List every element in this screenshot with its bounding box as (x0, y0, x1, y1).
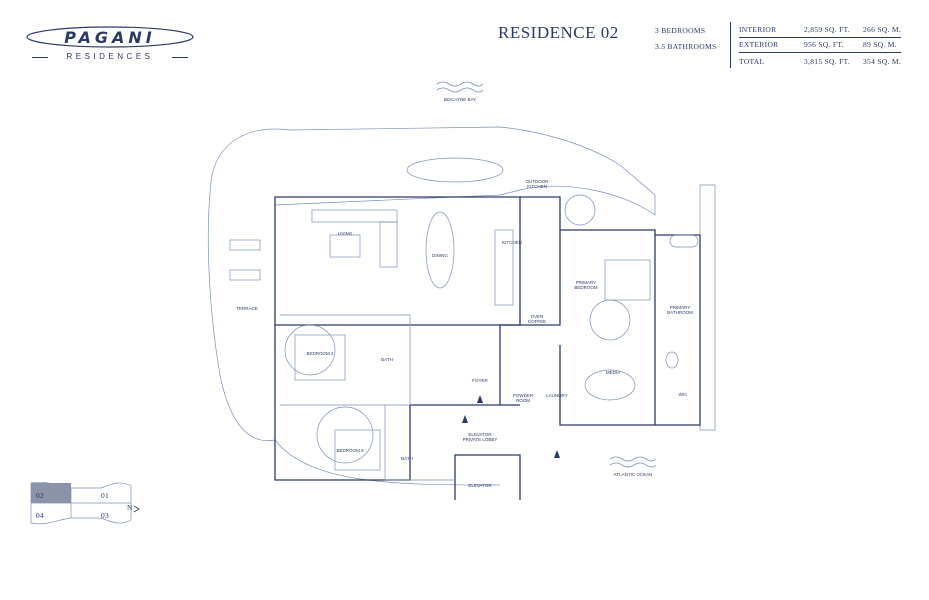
room-elevator-lobby: ELEVATOR PRIVATE LOBBY (462, 432, 498, 442)
brand-logo: PAGANI (64, 28, 156, 47)
key-unit-02: 02 (36, 491, 45, 500)
bathrooms-count: 3.5 BATHROOMS (655, 42, 717, 51)
area-row-total: TOTAL 3,815 SQ. FT. 354 SQ. M. (739, 55, 904, 70)
area-label: EXTERIOR (739, 40, 779, 49)
north-indicator: N (127, 503, 133, 512)
room-foyer: FOYER (472, 378, 488, 383)
room-laundry: LAUNDRY (546, 393, 568, 398)
key-plan (30, 481, 132, 525)
room-kitchen: KITCHEN (502, 240, 522, 245)
north-arrow-icon (133, 505, 140, 513)
label-biscayne-bay: BISCAYNE BAY (443, 97, 477, 102)
key-unit-01: 01 (101, 491, 110, 500)
logo-rule-left (32, 57, 48, 58)
residence-title: RESIDENCE 02 (498, 23, 619, 42)
room-primary-bedroom: PRIMARY BEDROOM (574, 280, 598, 290)
room-powder: POWDER ROOM (512, 393, 534, 403)
brand-subtitle: RESIDENCES (66, 52, 154, 61)
table-rule (739, 37, 901, 38)
area-sqm: 354 SQ. M. (863, 57, 902, 66)
room-dining: DINING (432, 253, 448, 258)
area-sqft: 3,815 SQ. FT. (804, 57, 851, 66)
room-bath-2: BATH (381, 357, 393, 362)
brand-logo-oval (26, 26, 194, 48)
room-outdoor-kitchen: OUTDOOR KITCHEN (525, 179, 549, 189)
area-row-exterior: EXTERIOR 956 SQ. FT. 89 SQ. M. (739, 39, 904, 55)
water-waves-icon (436, 81, 484, 93)
area-sqft: 2,859 SQ. FT. (804, 25, 851, 34)
header-divider (730, 22, 731, 68)
floor-plan (207, 126, 716, 500)
room-media: MEDIA (605, 370, 621, 375)
area-label: TOTAL (739, 57, 765, 66)
water-waves-icon (609, 456, 657, 468)
area-sqm: 266 SQ. M. (863, 25, 902, 34)
room-wic: W/C (678, 392, 688, 397)
area-table: INTERIOR 2,859 SQ. FT. 266 SQ. M. EXTERI… (739, 24, 904, 70)
label-atlantic-ocean: ATLANTIC OCEAN (613, 472, 653, 477)
area-sqft: 956 SQ. FT. (804, 40, 844, 49)
room-primary-bathroom: PRIMARY BATHROOM (667, 305, 693, 315)
room-bedroom-3: BEDROOM 3 (336, 448, 364, 453)
area-sqm: 89 SQ. M. (863, 40, 897, 49)
area-label: INTERIOR (739, 25, 777, 34)
table-rule (739, 52, 901, 53)
room-elevator: ELEVATOR (468, 483, 492, 488)
bedrooms-count: 3 BEDROOMS (655, 26, 706, 35)
area-row-interior: INTERIOR 2,859 SQ. FT. 266 SQ. M. (739, 24, 904, 39)
logo-rule-right (172, 57, 188, 58)
room-living: LIVING (337, 231, 353, 236)
room-terrace: TERRACE (236, 306, 258, 311)
room-bedroom-2: BEDROOM 2 (306, 351, 334, 356)
room-oven-coffee: OVEN COFFEE (527, 314, 547, 324)
key-unit-04: 04 (36, 511, 45, 520)
room-bath-3: BATH (401, 456, 413, 461)
key-unit-03: 03 (101, 511, 110, 520)
